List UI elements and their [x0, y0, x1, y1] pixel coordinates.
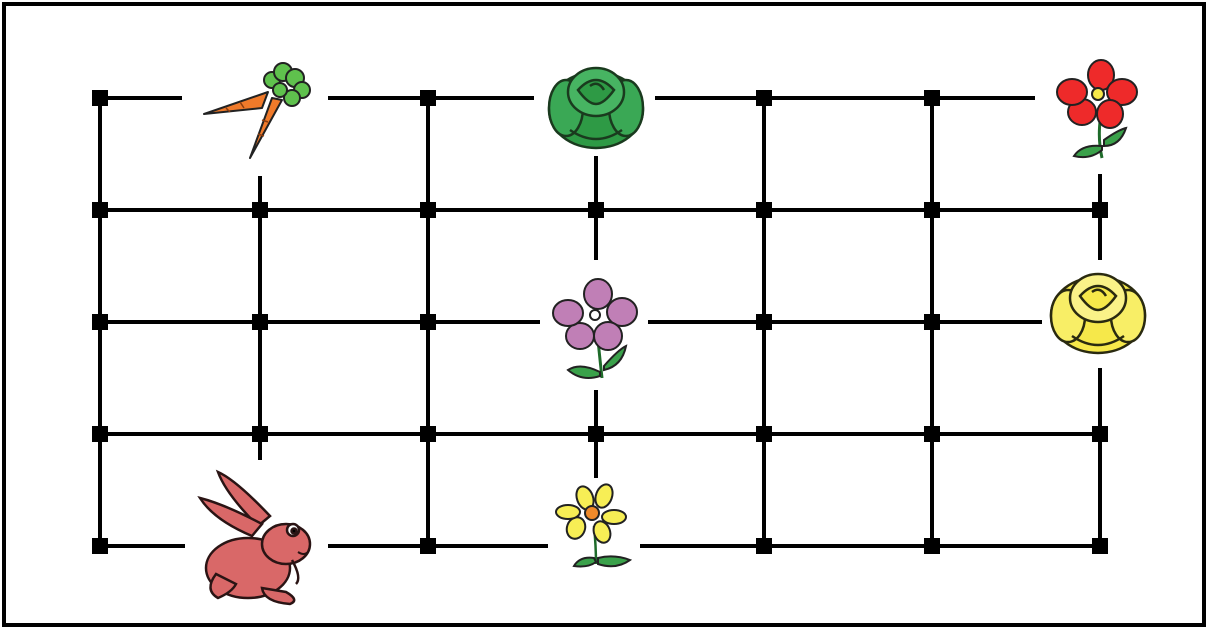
grid-node: [924, 90, 940, 106]
grid-node: [1092, 202, 1108, 218]
grid-node: [252, 426, 268, 442]
grid-node: [756, 314, 772, 330]
grid-node: [92, 426, 108, 442]
grid-node: [756, 202, 772, 218]
grid-node: [252, 202, 268, 218]
grid-node: [588, 426, 604, 442]
grid-node: [924, 202, 940, 218]
grid-node: [924, 538, 940, 554]
grid-node: [420, 202, 436, 218]
grid-node: [924, 426, 940, 442]
grid-node: [92, 90, 108, 106]
grid-node: [420, 314, 436, 330]
grid-node: [924, 314, 940, 330]
grid-node: [420, 90, 436, 106]
grid-node: [420, 426, 436, 442]
grid-node: [1092, 538, 1108, 554]
grid-node: [92, 202, 108, 218]
grid-node: [756, 538, 772, 554]
grid-node: [1092, 426, 1108, 442]
grid-node: [92, 314, 108, 330]
grid-node: [756, 90, 772, 106]
grid-node: [756, 426, 772, 442]
grid-node: [588, 202, 604, 218]
grid-node: [92, 538, 108, 554]
cabbage-icon: [549, 68, 643, 148]
grid-node: [252, 314, 268, 330]
grid-node: [420, 538, 436, 554]
